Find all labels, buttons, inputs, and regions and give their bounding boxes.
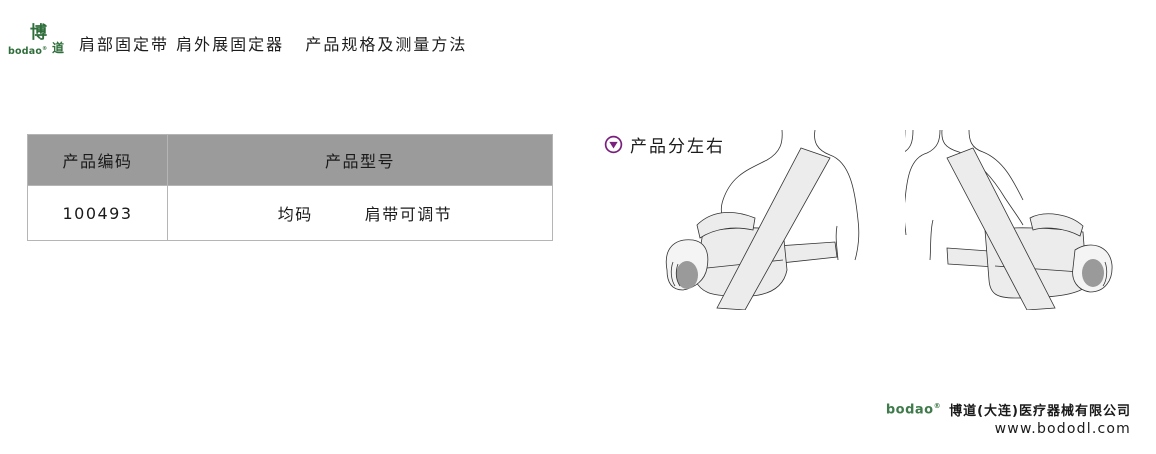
right-shoulder-brace-illustration (905, 130, 1113, 310)
page-header: 博 bodao® 道 肩部固定带 肩外展固定器 产品规格及测量方法 (8, 22, 467, 62)
footer-brand-text: bodao (885, 402, 934, 418)
footer-brand-logo: bodao® (886, 402, 941, 417)
table-row: 100493 均码 肩带可调节 (27, 185, 553, 241)
table-header-row: 产品编码 产品型号 (27, 134, 553, 186)
footer-registered-mark: ® (933, 401, 942, 410)
logo-glyph-right: 道 (52, 41, 65, 55)
product-code-cell: 100493 (27, 185, 168, 241)
company-name: 博道(大连)医疗器械有限公司 (949, 404, 1131, 419)
variant-notice: 产品分左右 (604, 132, 725, 157)
page-title: 肩部固定带 肩外展固定器 产品规格及测量方法 (79, 35, 468, 54)
website-url[interactable]: www.bododl.com (994, 421, 1131, 437)
logo-brand: bodao® (8, 43, 47, 58)
footer-company: bodao® 博道(大连)医疗器械有限公司 (886, 400, 1131, 419)
variant-text: 产品分左右 (630, 137, 725, 157)
size-value: 均码 (277, 205, 313, 224)
registered-mark: ® (42, 46, 48, 52)
product-model-cell: 均码 肩带可调节 (167, 185, 553, 241)
logo-brand-text: bodao (8, 46, 43, 58)
left-shoulder-brace-illustration (665, 130, 860, 310)
column-header-model: 产品型号 (167, 134, 553, 186)
model-values: 均码 肩带可调节 (278, 201, 453, 225)
adjustable-note: 肩带可调节 (364, 205, 453, 224)
bodao-logo: 博 bodao® 道 (8, 24, 66, 60)
chevron-down-circle-icon (604, 135, 623, 154)
logo-glyph-top: 博 (30, 23, 47, 43)
column-header-code: 产品编码 (27, 134, 168, 186)
spec-table: 产品编码 产品型号 100493 均码 肩带可调节 (27, 134, 553, 241)
